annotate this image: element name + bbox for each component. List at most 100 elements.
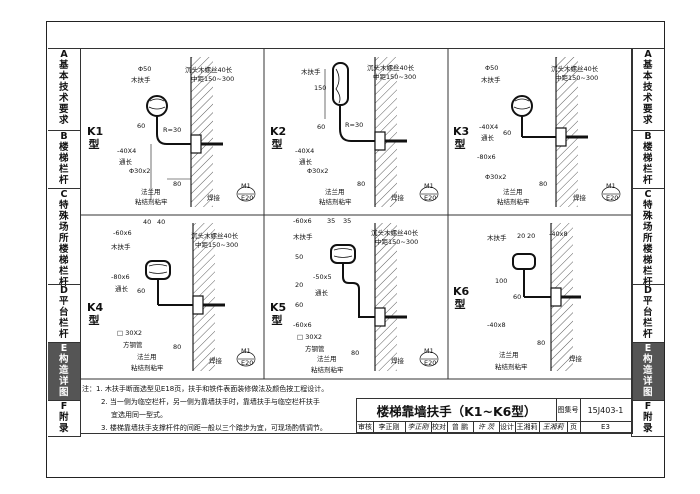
tab-letter: E: [60, 343, 68, 354]
dim-label: 40: [157, 218, 166, 226]
tab-label: 构造详图: [59, 354, 69, 398]
dim-label: -40x8: [549, 230, 568, 238]
flange-plate: [374, 131, 386, 151]
dim-label: -60x6: [293, 217, 312, 225]
dim-label: 粘结剂粘牢: [311, 366, 344, 374]
right-tab-f[interactable]: F 附录: [631, 400, 664, 437]
dim-label: 20: [517, 232, 526, 240]
dim-label: 木扶手: [301, 68, 321, 76]
dim-label: 木扶手: [293, 233, 313, 241]
left-tab-d[interactable]: D 平台栏杆: [48, 284, 81, 343]
dim-label: Φ50: [485, 64, 499, 72]
dim-label: 150: [314, 84, 327, 92]
tab-letter: A: [60, 49, 68, 60]
dim-label: 木扶手: [487, 234, 507, 242]
tab-label: 基本技术要求: [643, 60, 653, 126]
dim-label: Φ30x2: [307, 167, 329, 175]
right-tab-a[interactable]: A 基本技术要求: [631, 48, 664, 131]
flat-handrail-icon: [145, 260, 171, 280]
wall-hatch: [193, 223, 215, 371]
dim-label: 粘结剂粘牢: [497, 198, 530, 206]
tab-letter: E: [644, 343, 652, 354]
k4-detail: [145, 223, 256, 371]
dim-label: 粘结剂粘牢: [495, 363, 528, 371]
dim-label: 通长: [315, 289, 328, 297]
dim-label: -40x8: [487, 321, 506, 329]
flange-plate: [550, 287, 562, 307]
tab-label: 特殊场所楼梯栏杆: [59, 200, 69, 288]
k3-detail: [511, 57, 621, 207]
atlas-number: 15J403-1: [580, 399, 632, 422]
dim-label: -60x6: [113, 229, 132, 237]
dim-label: 20: [527, 232, 536, 240]
reviewer-signature: 李正刚: [405, 421, 432, 433]
tab-label: 楼梯栏杆: [643, 142, 653, 186]
dim-label: 法兰用: [317, 355, 337, 363]
atlas-label: 图集号: [556, 399, 581, 422]
dim-label: 粘结剂粘牢: [319, 198, 352, 206]
title-block: 楼梯靠墙扶手（K1~K6型） 图集号 15J403-1 审核 李正刚 李正刚 校…: [356, 398, 632, 433]
dim-label: 80: [539, 180, 548, 188]
flange-plate: [374, 307, 386, 327]
k2-detail: [324, 57, 439, 207]
ref-code: M1: [241, 347, 251, 355]
dim-label: 中距150~300: [195, 241, 239, 249]
check-label: 校对: [431, 421, 448, 433]
page-label: 页: [567, 421, 581, 433]
detail-drawing: [81, 49, 632, 380]
right-tab-e[interactable]: E 构造详图: [631, 342, 664, 401]
wall-hatch: [556, 57, 578, 207]
ref-code: M1: [424, 347, 434, 355]
flange-plate: [192, 295, 204, 315]
tab-label: 平台栏杆: [643, 296, 653, 340]
dim-label: -50x5: [313, 273, 332, 281]
note-line: 宜选用同一型式。: [111, 411, 167, 419]
reviewer-name: 李正刚: [373, 421, 406, 433]
dim-label: 法兰用: [325, 188, 345, 196]
left-tab-a[interactable]: A 基本技术要求: [48, 48, 81, 131]
dim-label: 50: [295, 253, 304, 261]
dim-label: 80: [537, 339, 546, 347]
dim-label: 60: [137, 287, 146, 295]
dim-label: 粘结剂粘牢: [135, 198, 168, 206]
review-label: 审核: [357, 421, 374, 433]
ref-code: E20: [241, 359, 254, 367]
right-tab-b[interactable]: B 楼梯栏杆: [631, 130, 664, 189]
left-tab-e[interactable]: E 构造详图: [48, 342, 81, 401]
dim-label: 80: [173, 180, 182, 188]
dim-label: 通长: [119, 158, 132, 166]
dim-label: -40X4: [295, 147, 315, 155]
dim-label: 法兰用: [503, 188, 523, 196]
ref-code: M1: [606, 182, 616, 190]
designer-signature: 王湘莉: [539, 421, 568, 433]
left-tab-f[interactable]: F 附录: [48, 400, 81, 437]
flange-plate: [190, 134, 202, 154]
dim-label: 焊接: [569, 355, 582, 363]
wall-hatch: [375, 223, 397, 371]
dim-label: 法兰用: [499, 351, 519, 359]
dim-label: 焊接: [391, 194, 404, 202]
left-tab-c[interactable]: C 特殊场所楼梯栏杆: [48, 188, 81, 288]
dim-label: 焊接: [391, 357, 404, 365]
ref-code: M1: [424, 182, 434, 190]
dim-label: 木扶手: [481, 76, 501, 84]
wall-hatch: [375, 57, 397, 207]
dim-label: -80x6: [477, 153, 496, 161]
dim-label: -60x6: [293, 321, 312, 329]
dim-label: 通长: [481, 134, 494, 142]
left-tab-b[interactable]: B 楼梯栏杆: [48, 130, 81, 189]
right-tab-d[interactable]: D 平台栏杆: [631, 284, 664, 343]
dim-label: 60: [513, 293, 522, 301]
dim-label: -40X4: [117, 147, 137, 155]
dim-label: 60: [317, 123, 326, 131]
designer-name: 王湘莉: [515, 421, 540, 433]
dim-label: 法兰用: [141, 188, 161, 196]
right-tab-c[interactable]: C 特殊场所楼梯栏杆: [631, 188, 664, 288]
support-bar: [156, 116, 191, 145]
tab-label: 特殊场所楼梯栏杆: [643, 200, 653, 288]
tab-label: 构造详图: [643, 354, 653, 398]
